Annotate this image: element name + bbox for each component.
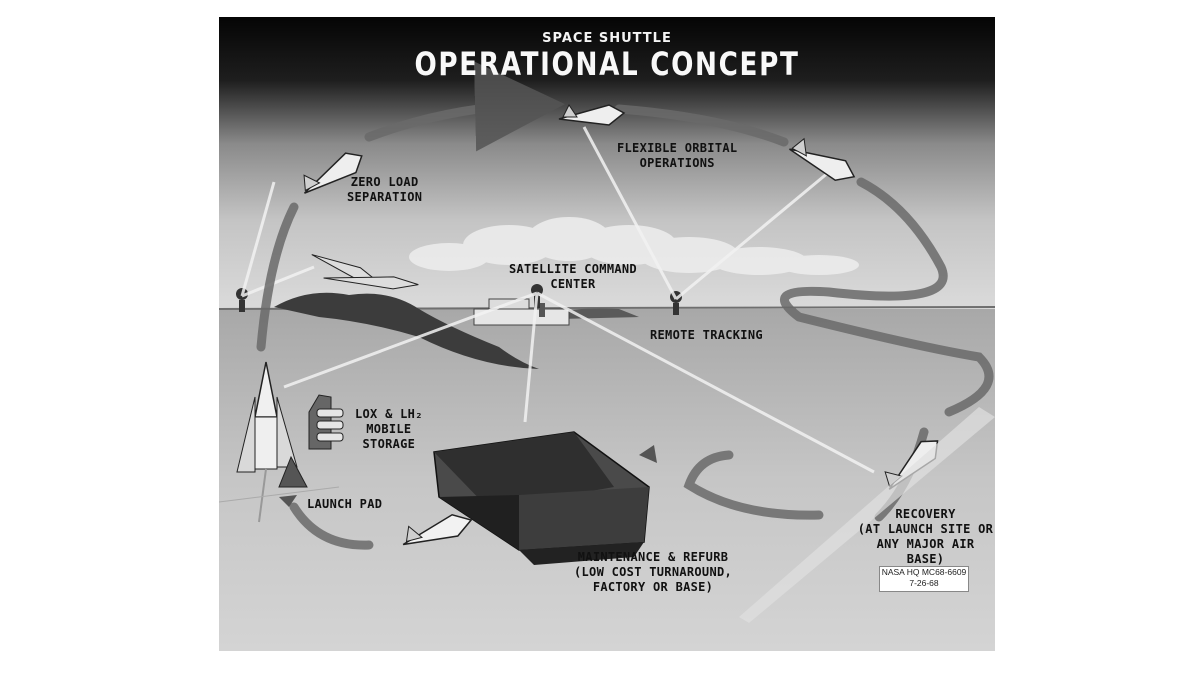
runway	[739, 407, 995, 623]
stamp-date: 7-26-68	[909, 578, 939, 588]
label-lox-lh2-mobile-storage: LOX & LH₂ MOBILE STORAGE	[355, 407, 423, 451]
label-recovery: RECOVERY (AT LAUNCH SITE OR ANY MAJOR AI…	[857, 507, 994, 566]
label-remote-tracking: REMOTE TRACKING	[650, 328, 763, 342]
label-zero-load-separation: ZERO LOAD SEPARATION	[347, 175, 423, 204]
trajectory	[256, 61, 994, 550]
illustration	[219, 17, 995, 651]
poster-title: OPERATIONAL CONCEPT	[414, 45, 800, 83]
orbiter-top	[558, 104, 626, 126]
signal-beams	[240, 126, 875, 474]
poster-subtitle: SPACE SHUTTLE	[542, 31, 672, 46]
label-flexible-orbital-operations: FLEXIBLE ORBITAL OPERATIONS	[617, 141, 738, 170]
label-maintenance-refurb: MAINTENANCE & REFURB (LOW COST TURNAROUN…	[574, 550, 733, 594]
boosters	[311, 254, 419, 290]
launch-vehicle	[219, 361, 340, 523]
orbiter-separation	[303, 152, 363, 194]
hangar	[433, 431, 650, 565]
label-launch-pad: LAUNCH PAD	[307, 497, 383, 511]
archive-stamp: NASA HQ MC68-6609 7-26-68	[879, 566, 969, 592]
label-satellite-command-center: SATELLITE COMMAND CENTER	[509, 262, 637, 291]
orbiter-right	[789, 137, 856, 182]
orbiter-maintenance	[402, 513, 473, 546]
stamp-id: NASA HQ MC68-6609	[881, 567, 967, 577]
mobile-storage	[308, 394, 344, 450]
poster: SPACE SHUTTLE OPERATIONAL CONCEPT ZERO L…	[219, 17, 995, 651]
hills	[274, 292, 539, 369]
